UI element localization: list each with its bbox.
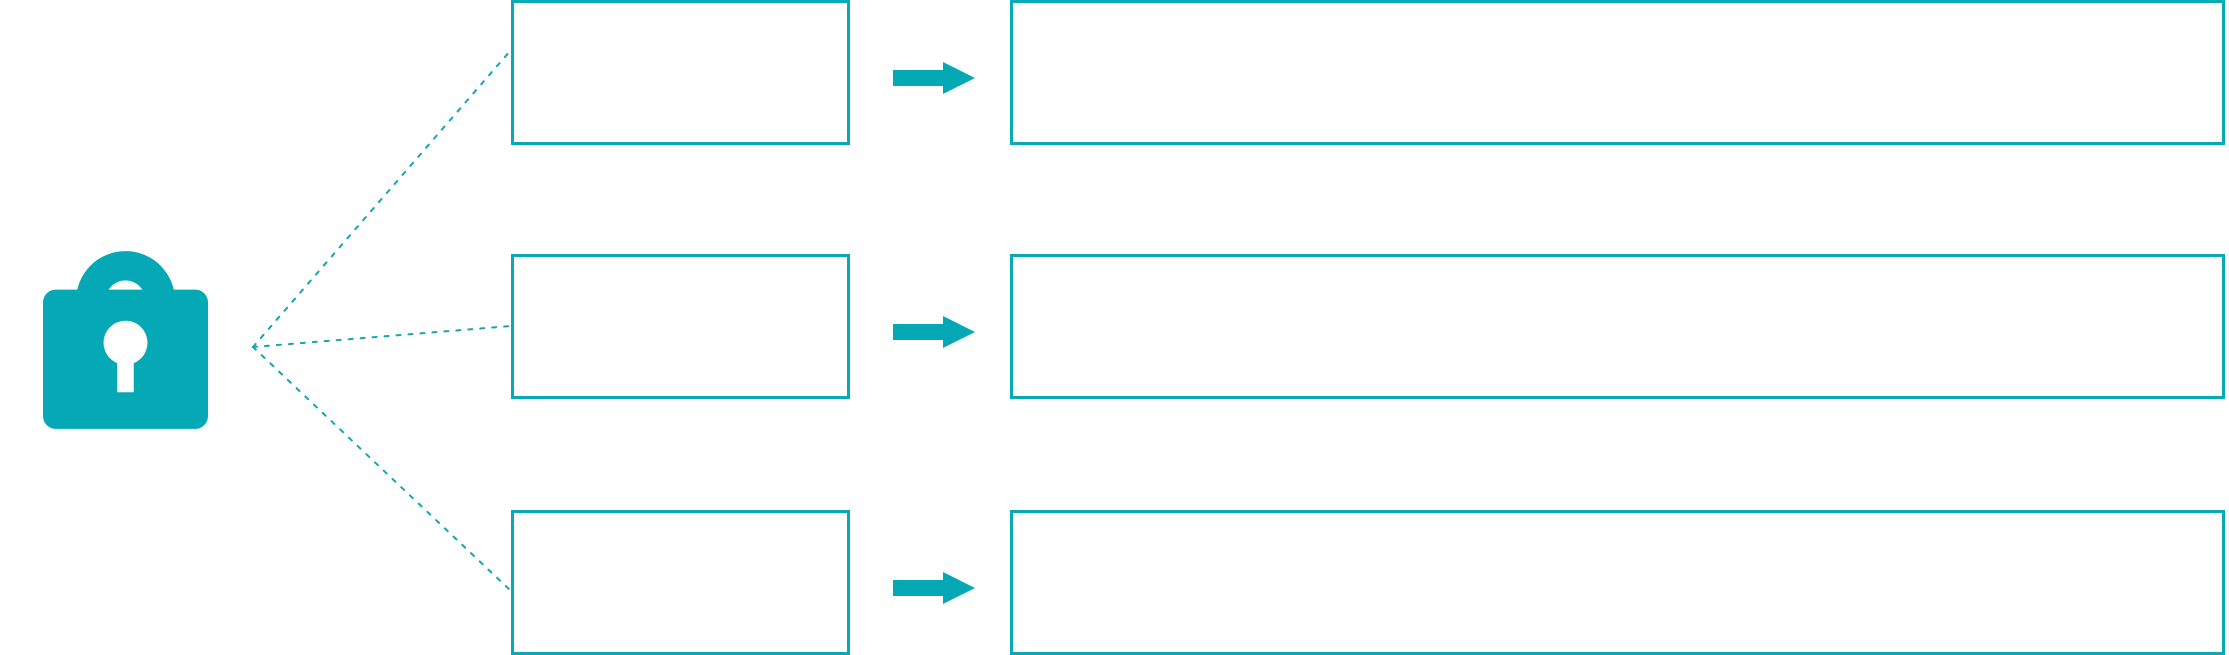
lock-keyhole-circle xyxy=(103,320,148,365)
condition-box-3[interactable] xyxy=(511,510,850,655)
lock-icon xyxy=(43,155,208,442)
outcome-box-3[interactable] xyxy=(1010,510,2225,655)
condition-box-1[interactable] xyxy=(511,0,850,145)
condition-box-2[interactable] xyxy=(511,254,850,399)
arrow-right-icon-2 xyxy=(893,316,975,353)
connector-line-1 xyxy=(252,49,512,348)
connector-line-2 xyxy=(252,325,512,348)
outcome-box-2[interactable] xyxy=(1010,254,2225,399)
outcome-box-1[interactable] xyxy=(1010,0,2225,145)
arrow-right-icon-3 xyxy=(893,572,975,609)
arrow-right-icon-1 xyxy=(893,62,975,99)
lock-keyhole-stem xyxy=(117,351,134,393)
connector-line-3 xyxy=(252,346,512,592)
